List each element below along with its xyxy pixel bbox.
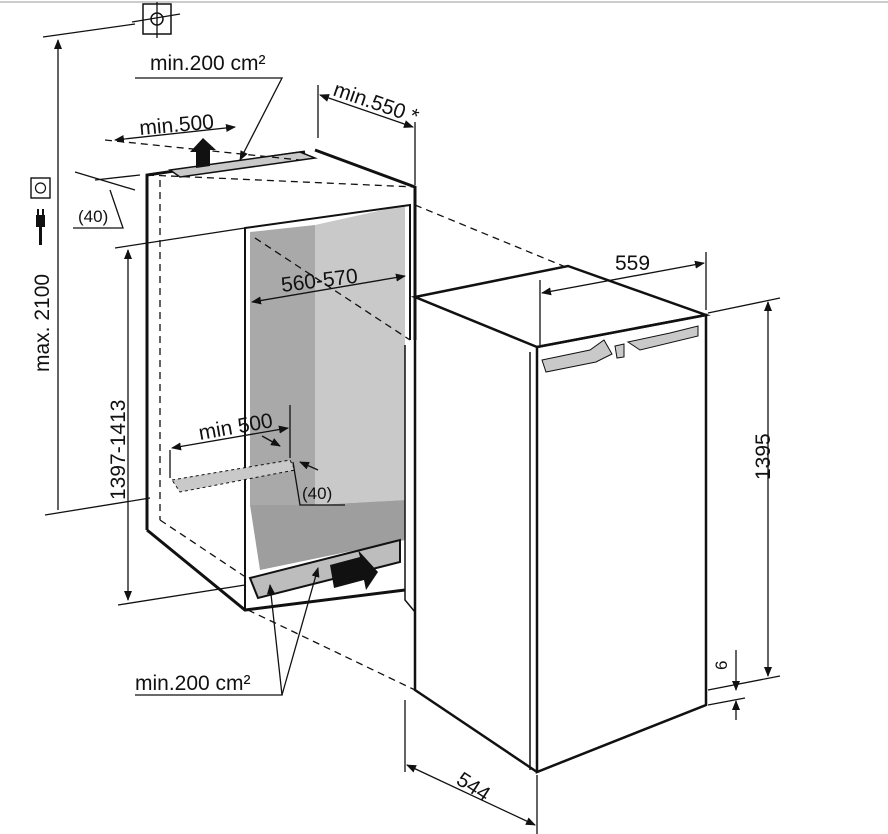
max-height-label: max. 2100 [31, 274, 54, 372]
niche-floor-shade [250, 500, 405, 570]
floor-line [44, 497, 151, 516]
guide-line-bottom [247, 609, 416, 691]
height-ext-top [707, 297, 781, 314]
top-gap-ext [74, 171, 136, 191]
door-handle-center [614, 343, 625, 359]
top-gap-leader [73, 189, 124, 229]
bottom-gap-arrow-1 [261, 435, 281, 447]
ceiling-line [42, 23, 136, 38]
appliance-height-label: 1395 [752, 433, 775, 480]
door-gap-label: 6 [712, 661, 731, 670]
top-vent-extension [104, 139, 301, 161]
door-handle-right [626, 325, 699, 351]
width-dimension [541, 260, 705, 296]
niche-depth-dimension [251, 273, 406, 305]
appliance-depth-dimension [406, 764, 536, 826]
appliance-width-label: 559 [615, 252, 650, 275]
guide-line-top [414, 204, 569, 269]
top-gap-label: (40) [78, 207, 108, 226]
airflow-arrow-in-icon [330, 550, 378, 590]
bottom-front-vent-grille [248, 538, 401, 600]
bottom-vent-area-label: min.200 cm² [135, 672, 251, 695]
top-vent-leader [135, 77, 284, 161]
top-vent-area-label: min.200 cm² [150, 52, 266, 75]
bottom-vent-width-dimension [171, 425, 289, 451]
ceiling-target-icon [131, 2, 181, 38]
bottom-gap-label: (40) [302, 484, 332, 503]
bottom-rear-vent [171, 459, 296, 493]
top-vent-width-label: min.500 [138, 111, 214, 140]
depth-min-label: min.550 * [330, 78, 421, 129]
top-gap-ext2 [94, 174, 141, 181]
top-vent-width-dimension [114, 123, 236, 144]
niche-side-shade [315, 205, 405, 505]
height-ext-bottom [707, 675, 781, 691]
bottom-vent-leader-2 [281, 567, 320, 696]
appliance-depth-label: 544 [452, 768, 494, 807]
niche-height-ext-top [114, 227, 246, 249]
refrigerator [404, 264, 711, 774]
bottom-gap-arrow-2 [299, 461, 319, 471]
bottom-gap-leader [292, 461, 345, 506]
niche-height-ext-bottom [117, 584, 246, 606]
gap-ext [707, 697, 746, 706]
power-socket-icon [30, 177, 51, 199]
door-handle-left [541, 339, 613, 373]
airflow-arrow-up-icon [190, 138, 216, 168]
niche-height-label: 1397-1413 [107, 400, 130, 500]
power-plug-icon [36, 209, 45, 245]
depth-min-dimension [319, 94, 414, 128]
